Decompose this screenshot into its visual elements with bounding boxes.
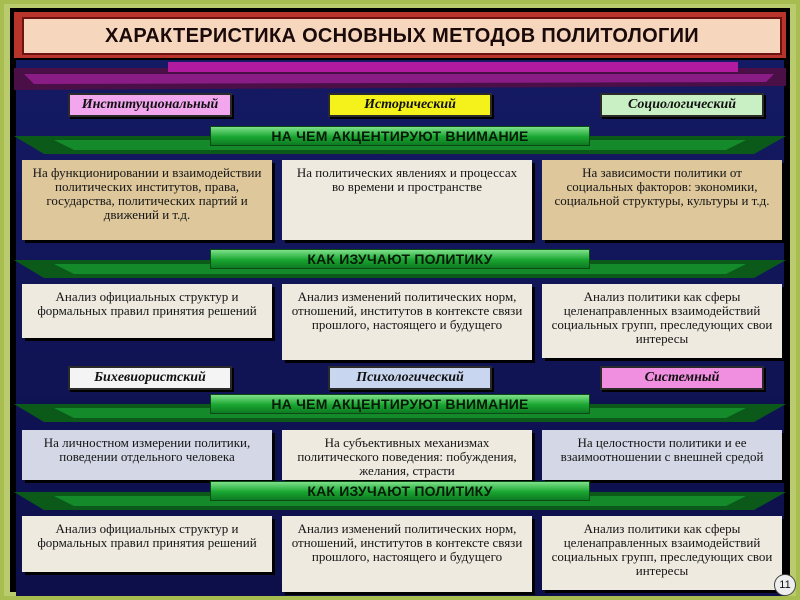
method-institutional: Институциональный bbox=[68, 93, 232, 117]
method-systemic: Системный bbox=[600, 366, 764, 390]
page-title: ХАРАКТЕРИСТИКА ОСНОВНЫХ МЕТОДОВ ПОЛИТОЛО… bbox=[22, 17, 782, 55]
focus-card-behavioral: На личностном измерении политики, поведе… bbox=[22, 430, 272, 480]
study-card-historical: Анализ изменений политических норм, отно… bbox=[282, 284, 532, 360]
study-card-psychological: Анализ изменений политических норм, отно… bbox=[282, 516, 532, 592]
study-label-1: КАК ИЗУЧАЮТ ПОЛИТИКУ bbox=[210, 249, 590, 269]
method-sociological: Социологический bbox=[600, 93, 764, 117]
focus-card-historical: На политических явлениях и процессах во … bbox=[282, 160, 532, 240]
focus-label-1: НА ЧЕМ АКЦЕНТИРУЮТ ВНИМАНИЕ bbox=[210, 126, 590, 146]
decor-pink-bar bbox=[168, 62, 738, 72]
focus-card-psychological: На субъективных механизмах политического… bbox=[282, 430, 532, 480]
method-psychological: Психологический bbox=[328, 366, 492, 390]
study-card-institutional: Анализ официальных структур и формальных… bbox=[22, 284, 272, 338]
focus-card-sociological: На зависимости политики от социальных фа… bbox=[542, 160, 782, 240]
study-card-sociological: Анализ политики как сферы целенаправленн… bbox=[542, 284, 782, 358]
focus-card-systemic: На целостности политики и ее взаимоотнош… bbox=[542, 430, 782, 480]
study-card-behavioral: Анализ официальных структур и формальных… bbox=[22, 516, 272, 572]
study-card-systemic: Анализ политики как сферы целенаправленн… bbox=[542, 516, 782, 590]
decor-band-top bbox=[14, 64, 786, 92]
method-behavioral: Бихевиористский bbox=[68, 366, 232, 390]
focus-label-2: НА ЧЕМ АКЦЕНТИРУЮТ ВНИМАНИЕ bbox=[210, 394, 590, 414]
page-number-badge: 11 bbox=[774, 574, 796, 596]
study-label-2: КАК ИЗУЧАЮТ ПОЛИТИКУ bbox=[210, 481, 590, 501]
method-historical: Исторический bbox=[328, 93, 492, 117]
focus-card-institutional: На функционировании и взаимодействии пол… bbox=[22, 160, 272, 240]
